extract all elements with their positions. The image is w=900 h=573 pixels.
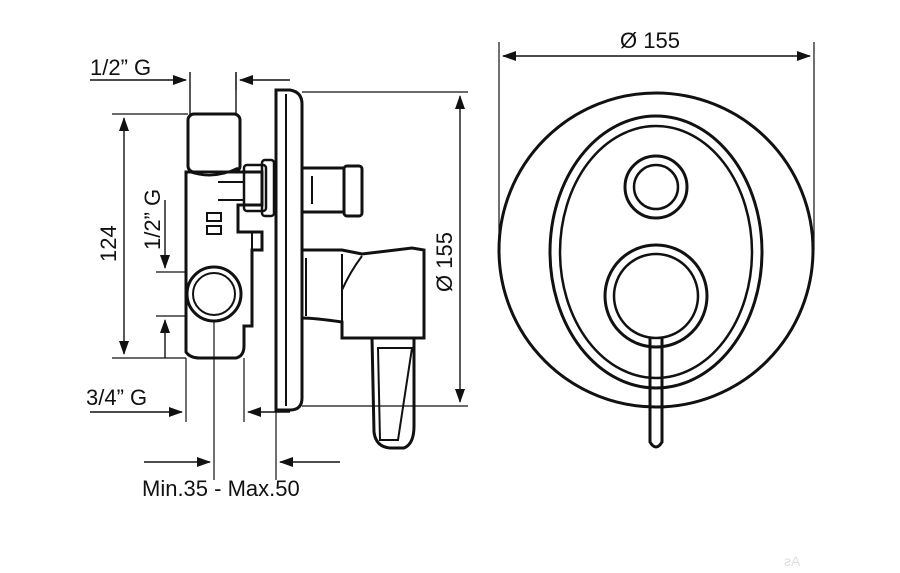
label-thread-bottom: 3/4” G — [86, 385, 147, 410]
label-depth-range: Min.35 - Max.50 — [142, 476, 300, 501]
watermark: ƨA — [784, 553, 801, 569]
plate-inner-ring-2 — [558, 124, 754, 380]
diverter-knob-front — [623, 154, 689, 220]
plate-inner-ring — [548, 114, 764, 390]
top-inlet-pipe — [186, 72, 242, 177]
label-thread-mid: 1/2” G — [140, 189, 165, 250]
bottom-outlet — [185, 265, 243, 323]
valve-body — [184, 158, 276, 360]
lever-handle-front — [603, 243, 709, 449]
cover-plate-side — [274, 88, 304, 412]
front-view: Ø 155 — [497, 28, 815, 449]
lever-handle-side — [300, 246, 426, 450]
dimension-arrows — [90, 75, 468, 467]
cover-plate-front — [497, 91, 815, 409]
label-height: 124 — [96, 225, 121, 262]
diverter-knob-side — [300, 164, 364, 218]
label-thread-top: 1/2” G — [90, 55, 151, 80]
label-front-diameter: Ø 155 — [620, 28, 680, 53]
side-view: 1/2” G 124 1/2” G 3/4” G Min.35 - Max.50… — [86, 55, 468, 501]
label-side-diameter: Ø 155 — [432, 232, 457, 292]
